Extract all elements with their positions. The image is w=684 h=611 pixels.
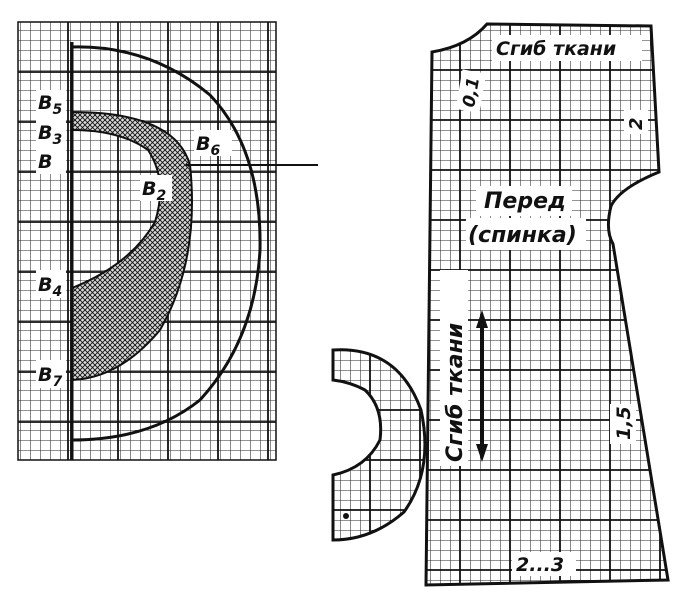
sleeve-piece <box>331 348 427 542</box>
fold-side-label: Сгиб ткани <box>443 323 468 462</box>
label-b5: B5 <box>38 92 62 118</box>
piece-name-line1: Перед <box>484 189 566 214</box>
label-b6: B6 <box>196 133 220 159</box>
fold-top-label: Сгиб ткани <box>496 38 616 60</box>
shoulder-dim-label: 2 <box>626 117 647 130</box>
fold-arrow <box>476 310 488 462</box>
label-b2: B2 <box>142 178 166 204</box>
left-point-labels: B5 B3 B B6 B2 B4 B7 <box>36 90 232 390</box>
label-b: B <box>38 151 52 173</box>
label-b7: B7 <box>38 364 62 390</box>
front-back-piece: Сгиб ткани 0,1 2 Перед (спинка) Сгиб тка… <box>424 22 670 587</box>
side-dim-label: 1,5 <box>613 406 635 440</box>
piece-name-line2: (спинка) <box>468 223 577 248</box>
label-b3: B3 <box>38 122 62 148</box>
outer-construction-curve <box>71 45 262 442</box>
label-b4: B4 <box>38 274 62 300</box>
hem-dim-label: 2...3 <box>516 554 564 576</box>
